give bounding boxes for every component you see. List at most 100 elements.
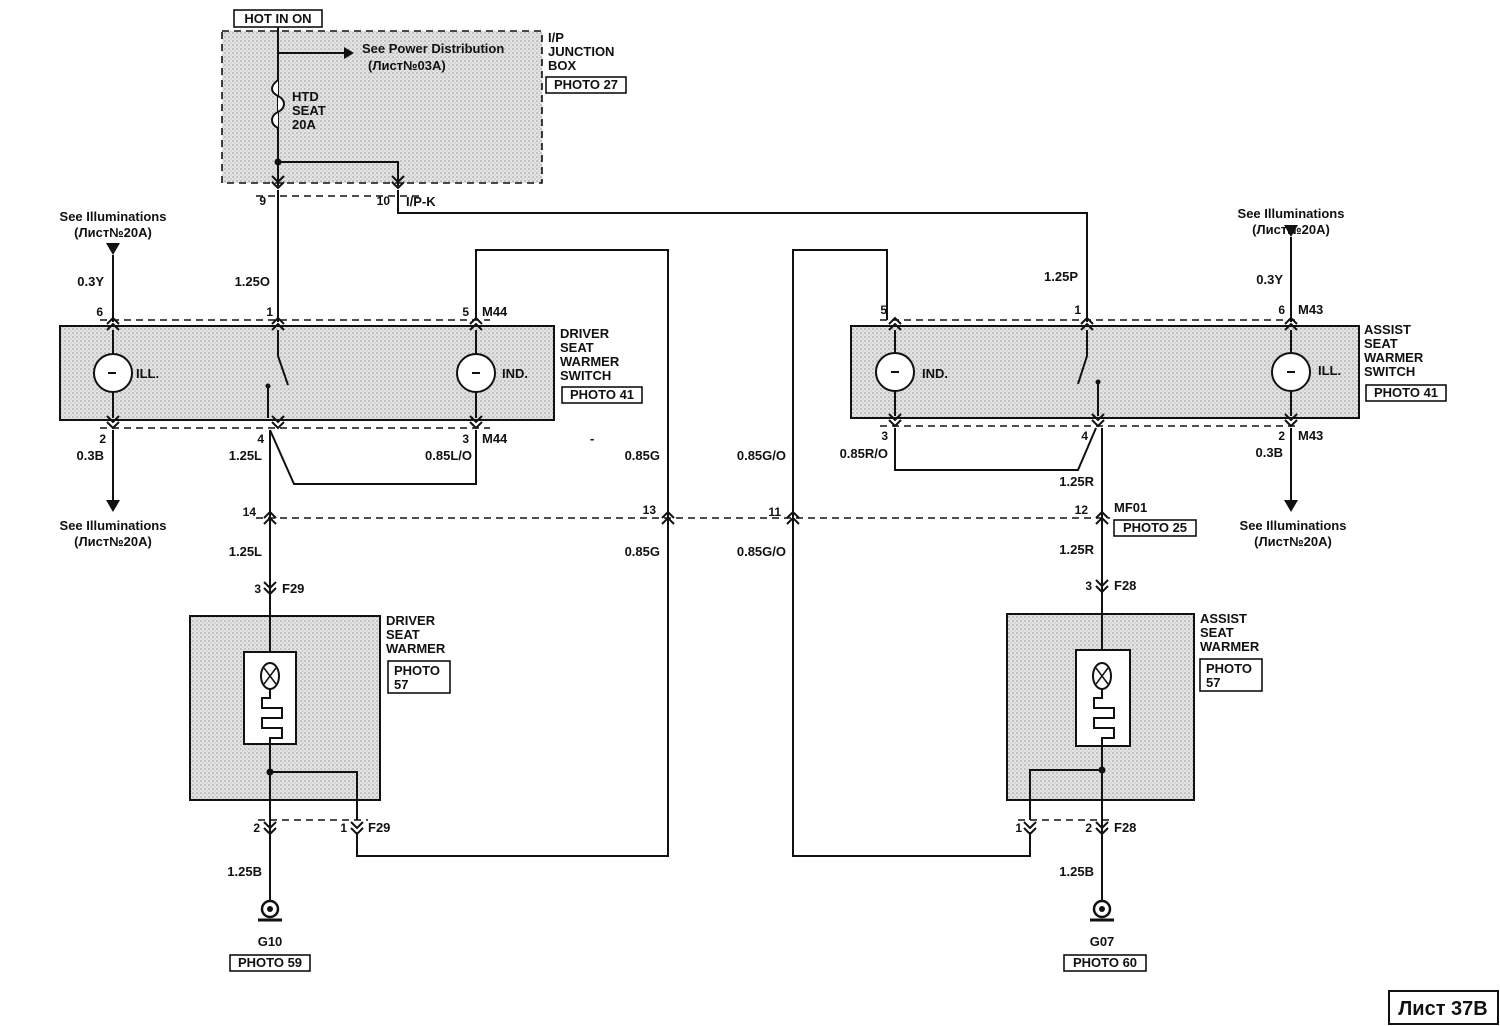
- svg-text:1: 1: [266, 305, 273, 319]
- svg-text:PHOTO 41: PHOTO 41: [570, 387, 634, 402]
- ill-lamp-icon: [93, 330, 133, 418]
- svg-text:6: 6: [1278, 303, 1285, 317]
- svg-text:6: 6: [96, 305, 103, 319]
- svg-text:HTD: HTD: [292, 89, 319, 104]
- svg-text:PHOTO 60: PHOTO 60: [1073, 955, 1137, 970]
- svg-text:57: 57: [1206, 675, 1220, 690]
- svg-text:PHOTO: PHOTO: [1206, 661, 1252, 676]
- assist-seat-warmer-switch: 5 1 6 M43 3 4 2 M43 IND. ILL.: [850, 302, 1360, 443]
- svg-text:ILL.: ILL.: [1318, 363, 1341, 378]
- ip-k-label: I/P-K: [406, 194, 436, 209]
- svg-text:WARMER: WARMER: [1200, 639, 1260, 654]
- svg-text:WARMER: WARMER: [386, 641, 446, 656]
- svg-text:JUNCTION: JUNCTION: [548, 44, 614, 59]
- svg-text:1.25O: 1.25O: [235, 274, 270, 289]
- svg-text:SEAT: SEAT: [1200, 625, 1234, 640]
- driver-switch-label: DRIVER SEAT WARMER SWITCH: [560, 326, 620, 383]
- svg-text:1.25L: 1.25L: [229, 448, 262, 463]
- svg-text:DRIVER: DRIVER: [386, 613, 436, 628]
- svg-text:G07: G07: [1090, 934, 1115, 949]
- svg-text:SEAT: SEAT: [1364, 336, 1398, 351]
- svg-text:4: 4: [1081, 429, 1088, 443]
- svg-text:0.3B: 0.3B: [1256, 445, 1283, 460]
- heater-element-icon: [1093, 689, 1115, 746]
- wire-085ro: [894, 427, 1097, 471]
- svg-text:0.85G/O: 0.85G/O: [737, 544, 786, 559]
- driver-seat-warmer-switch: 6 1 5 M44 2 4 3 M44 ILL. IND.: [59, 304, 555, 446]
- svg-text:BOX: BOX: [548, 58, 577, 73]
- svg-text:See Illuminations: See Illuminations: [1240, 518, 1347, 533]
- svg-text:12: 12: [1075, 503, 1089, 517]
- svg-text:SEAT: SEAT: [386, 627, 420, 642]
- svg-text:DRIVER: DRIVER: [560, 326, 610, 341]
- svg-text:F28: F28: [1114, 820, 1136, 835]
- switch-icon: [1077, 330, 1101, 416]
- svg-text:WARMER: WARMER: [560, 354, 620, 369]
- svg-text:0.85G/O: 0.85G/O: [737, 448, 786, 463]
- photo-41-tag-assist: PHOTO 41: [1365, 384, 1447, 402]
- connector-mf01: 14 13 11 12 MF01: [243, 500, 1147, 525]
- svg-text:SEAT: SEAT: [560, 340, 594, 355]
- svg-text:SWITCH: SWITCH: [560, 368, 611, 383]
- svg-text:1.25B: 1.25B: [227, 864, 262, 879]
- photo-60-tag: PHOTO 60: [1063, 954, 1147, 972]
- ground-icon: [258, 899, 282, 922]
- svg-text:2: 2: [1085, 821, 1092, 835]
- svg-text:M43: M43: [1298, 302, 1323, 317]
- arrow-down-icon: [1284, 225, 1298, 237]
- svg-text:2: 2: [253, 821, 260, 835]
- svg-text:5: 5: [880, 303, 887, 317]
- svg-text:3: 3: [881, 429, 888, 443]
- svg-text:ASSIST: ASSIST: [1200, 611, 1247, 626]
- thermostat-icon: [1092, 662, 1112, 690]
- svg-text:PHOTO 25: PHOTO 25: [1123, 520, 1187, 535]
- driver-warmer-label: DRIVER SEAT WARMER: [386, 613, 446, 656]
- svg-text:See Illuminations: See Illuminations: [60, 518, 167, 533]
- svg-text:2: 2: [99, 432, 106, 446]
- svg-text:(Лист№20А): (Лист№20А): [1254, 534, 1332, 549]
- svg-text:1: 1: [340, 821, 347, 835]
- svg-text:4: 4: [257, 432, 264, 446]
- photo-27-tag: PHOTO 27: [545, 76, 627, 94]
- wire-085go: [792, 249, 1031, 857]
- fuse-icon: [271, 79, 285, 129]
- svg-text:10: 10: [377, 194, 391, 208]
- svg-text:ASSIST: ASSIST: [1364, 322, 1411, 337]
- switch-icon: [265, 330, 289, 418]
- svg-text:13: 13: [643, 503, 657, 517]
- svg-text:F29: F29: [368, 820, 390, 835]
- svg-text:SEAT: SEAT: [292, 103, 326, 118]
- heater-element-icon: [261, 689, 283, 744]
- list-03a-label: (Лист№03А): [368, 58, 446, 73]
- svg-text:IND.: IND.: [502, 366, 528, 381]
- svg-text:2: 2: [1278, 429, 1285, 443]
- wire-125p: [397, 190, 1088, 322]
- assist-switch-label: ASSIST SEAT WARMER SWITCH: [1364, 322, 1424, 379]
- svg-text:3: 3: [254, 582, 261, 596]
- see-power-distribution-label: See Power Distribution: [362, 41, 504, 56]
- svg-text:PHOTO 27: PHOTO 27: [554, 77, 618, 92]
- svg-text:1.25R: 1.25R: [1059, 542, 1094, 557]
- svg-text:0.3B: 0.3B: [77, 448, 104, 463]
- svg-text:(Лист№20А): (Лист№20А): [74, 225, 152, 240]
- svg-text:M44: M44: [482, 431, 508, 446]
- power-feed-wires: [271, 27, 399, 186]
- svg-text:5: 5: [462, 305, 469, 319]
- sheet-number-tag: Лист 37B: [1388, 990, 1499, 1025]
- svg-text:WARMER: WARMER: [1364, 350, 1424, 365]
- svg-text:9: 9: [259, 194, 266, 208]
- arrow-down-icon: [106, 243, 120, 255]
- photo-41-tag-driver: PHOTO 41: [561, 386, 643, 404]
- photo-25-tag: PHOTO 25: [1113, 519, 1197, 537]
- svg-text:G10: G10: [258, 934, 283, 949]
- svg-text:1: 1: [1074, 303, 1081, 317]
- svg-text:ILL.: ILL.: [136, 366, 159, 381]
- see-illuminations-label: See Illuminations: [60, 209, 167, 224]
- svg-text:0.3Y: 0.3Y: [77, 274, 104, 289]
- photo-57-tag-assist: PHOTO 57: [1199, 658, 1263, 692]
- wire-085g: [356, 249, 669, 857]
- ind-lamp-icon: [456, 330, 496, 418]
- hot-in-on-tag: HOT IN ON: [233, 9, 323, 28]
- svg-text:(Лист№20А): (Лист№20А): [74, 534, 152, 549]
